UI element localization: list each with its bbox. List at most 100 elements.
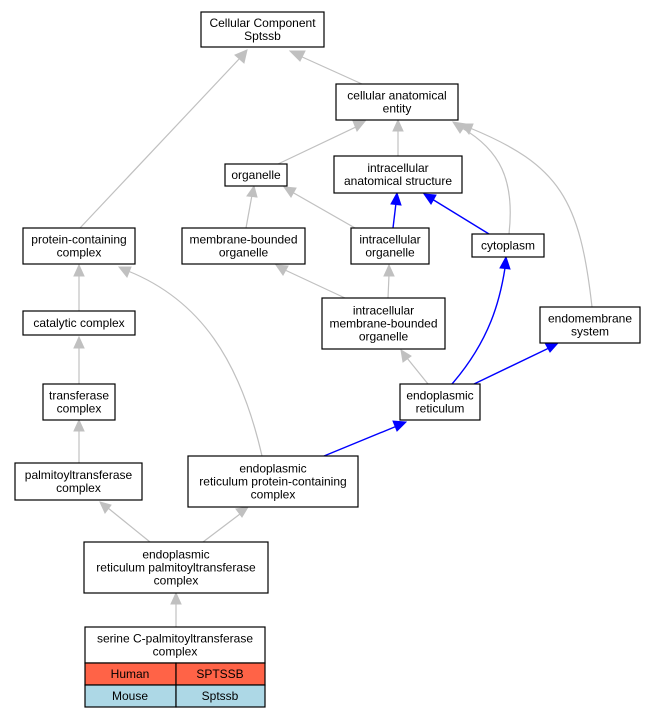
edge-imbo-to-mbo [284, 269, 346, 299]
edge-arrow [352, 119, 368, 132]
edge-cytoplasm-to-cae [461, 127, 511, 235]
legend-human-label: Human [111, 667, 150, 681]
node-label-line: reticulum [416, 402, 465, 416]
edge-arrow [73, 418, 85, 432]
node-label-line: membrane-bounded [189, 233, 297, 247]
edge-arrow [544, 342, 560, 353]
edge-cae-to-root [299, 55, 363, 85]
edge-erpcc-to-pcc [127, 270, 263, 457]
node-box [22, 310, 136, 336]
node-cytoplasm[interactable]: cytoplasm [471, 233, 545, 258]
node-organelle[interactable]: organelle [224, 163, 288, 187]
node-label-line: intracellular [353, 304, 414, 318]
edge-arrow [274, 264, 289, 276]
edge-pcc-to-root [79, 57, 241, 229]
node-label-line: complex [57, 246, 102, 260]
node-box [200, 11, 325, 48]
node-label-line: endomembrane [548, 312, 632, 326]
edge-er-to-imbo [406, 357, 429, 385]
node-label-line: Cellular Component [209, 16, 316, 30]
node-box [187, 455, 359, 508]
node-box [539, 306, 641, 344]
node-label-line: endoplasmic [406, 389, 473, 403]
node-label-line: intracellular [359, 233, 420, 247]
node-label-line: serine C-palmitoyltransferase [97, 632, 253, 646]
edge-arrow [288, 50, 306, 62]
node-label-line: catalytic complex [33, 316, 124, 330]
edge-arrow [73, 263, 85, 277]
node-box [350, 227, 430, 265]
node-label-line: cytoplasm [481, 239, 535, 253]
node-label-line: complex [57, 402, 102, 416]
node-label-line: entity [383, 102, 412, 116]
edge-er-part-of-cytoplasm [451, 267, 506, 385]
node-label-line: reticulum protein-containing [199, 475, 346, 489]
node-label-line: palmitoyltransferase [25, 468, 133, 482]
node-label-line: complex [154, 574, 199, 588]
species-legend: Human SPTSSB Mouse Sptssb [84, 662, 266, 708]
node-catalytic[interactable]: catalytic complex [22, 310, 136, 336]
node-label-line: anatomical structure [344, 174, 452, 188]
node-label-line: Sptssb [244, 29, 281, 43]
node-label-line: endoplasmic [239, 462, 306, 476]
node-box [181, 227, 306, 265]
edge-io-part-of-ias [392, 202, 397, 229]
node-label-line: system [571, 325, 609, 339]
edge-erptc-to-palmitoyl [107, 507, 151, 543]
node-box [335, 83, 459, 121]
node-box [471, 233, 545, 258]
edge-er-part-of-endomembrane [473, 347, 550, 385]
edge-arrow [422, 193, 437, 205]
node-box [333, 155, 463, 194]
edge-arrow [117, 266, 132, 278]
edge-arrow [390, 191, 402, 206]
edge-endomembrane-to-cae [469, 127, 593, 308]
edge-arrow [234, 49, 248, 64]
node-label-line: complex [153, 645, 198, 659]
node-box [321, 297, 446, 350]
node-label-line: organelle [231, 168, 281, 182]
node-label-line: complex [251, 488, 296, 502]
edge-arrow [235, 506, 249, 518]
edges [73, 49, 593, 627]
node-label-line: endoplasmic [142, 548, 209, 562]
node-box [42, 383, 116, 421]
node-label-line: complex [56, 481, 101, 495]
node-box [224, 163, 288, 187]
edge-arrow [400, 349, 412, 363]
node-box [14, 462, 143, 501]
node-label-line: membrane-bounded [329, 317, 437, 331]
edge-arrow [383, 263, 395, 277]
node-label-line: protein-containing [31, 233, 126, 247]
edge-erpcc-part-of-er [323, 425, 398, 457]
edge-io-to-organelle [291, 191, 356, 229]
legend-human-gene: SPTSSB [196, 667, 243, 681]
legend-mouse-gene-cell [175, 684, 266, 708]
node-label-line: organelle [359, 330, 409, 344]
node-label-line: reticulum palmitoyltransferase [96, 561, 256, 575]
node-label-line: intracellular [367, 161, 428, 175]
edge-arrow [392, 420, 408, 432]
edge-arrow [73, 335, 85, 349]
node-label-line: organelle [219, 246, 269, 260]
node-label-line: transferase [49, 389, 109, 403]
edge-arrow [246, 184, 258, 198]
edge-arrow [499, 255, 511, 270]
node-box [399, 383, 481, 421]
